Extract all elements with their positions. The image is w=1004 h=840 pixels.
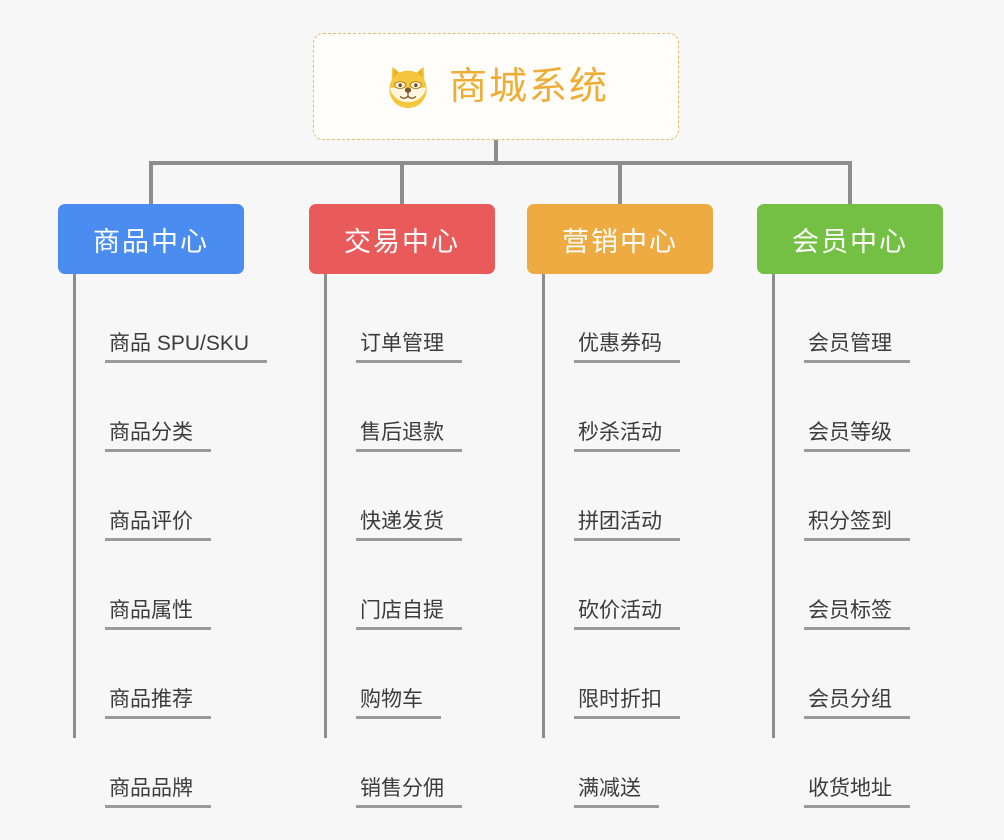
column-header-1[interactable]: 商品中心 [58, 204, 244, 274]
root-title: 商城系统 [448, 65, 609, 108]
list-item[interactable]: 商品分类 [73, 363, 273, 452]
connector-bus [149, 161, 852, 165]
column-title-1: 商品中心 [93, 226, 209, 257]
column-title-3: 营销中心 [562, 226, 678, 257]
leaf-list-4: 会员管理 会员等级 积分签到 会员标签 会员分组 收货地址 [772, 274, 972, 808]
leaf-label: 会员分组 [804, 688, 910, 719]
list-item[interactable]: 秒杀活动 [542, 363, 742, 452]
column-title-4: 会员中心 [792, 226, 908, 257]
column-header-3[interactable]: 营销中心 [527, 204, 713, 274]
leaf-label: 积分签到 [804, 510, 910, 541]
leaf-label: 会员标签 [804, 599, 910, 630]
list-item[interactable]: 商品推荐 [73, 630, 273, 719]
list-item[interactable]: 满减送 [542, 719, 742, 808]
list-item[interactable]: 快递发货 [324, 452, 524, 541]
connector-drop-1 [149, 161, 153, 205]
leaf-label: 商品分类 [105, 421, 211, 452]
leaf-label: 优惠券码 [574, 332, 680, 363]
list-item[interactable]: 会员管理 [772, 274, 972, 363]
list-item[interactable]: 积分签到 [772, 452, 972, 541]
leaf-list-1: 商品 SPU/SKU 商品分类 商品评价 商品属性 商品推荐 商品品牌 [73, 274, 273, 808]
list-item[interactable]: 商品属性 [73, 541, 273, 630]
column-trade-center: 交易中心 订单管理 售后退款 快递发货 门店自提 购物车 销售分佣 [309, 204, 495, 808]
leaf-list-3: 优惠券码 秒杀活动 拼团活动 砍价活动 限时折扣 满减送 [542, 274, 742, 808]
list-item[interactable]: 会员分组 [772, 630, 972, 719]
leaf-label: 收货地址 [804, 777, 910, 808]
leaf-list-2: 订单管理 售后退款 快递发货 门店自提 购物车 销售分佣 [324, 274, 524, 808]
column-product-center: 商品中心 商品 SPU/SKU 商品分类 商品评价 商品属性 商品推荐 商品品牌 [58, 204, 268, 808]
shiba-dog-icon [389, 66, 427, 108]
column-header-4[interactable]: 会员中心 [757, 204, 943, 274]
leaf-label: 商品评价 [105, 510, 211, 541]
leaf-label: 商品推荐 [105, 688, 211, 719]
column-marketing-center: 营销中心 优惠券码 秒杀活动 拼团活动 砍价活动 限时折扣 满减送 [527, 204, 713, 808]
list-item[interactable]: 砍价活动 [542, 541, 742, 630]
list-item[interactable]: 商品评价 [73, 452, 273, 541]
list-item[interactable]: 商品 SPU/SKU [73, 274, 273, 363]
leaf-label: 订单管理 [356, 332, 462, 363]
connector-drop-3 [618, 161, 622, 205]
leaf-label: 商品属性 [105, 599, 211, 630]
leaf-label: 会员等级 [804, 421, 910, 452]
list-item[interactable]: 商品品牌 [73, 719, 273, 808]
connector-drop-4 [848, 161, 852, 205]
list-item[interactable]: 拼团活动 [542, 452, 742, 541]
column-trunk-1 [73, 274, 76, 738]
leaf-label: 门店自提 [356, 599, 462, 630]
list-item[interactable]: 优惠券码 [542, 274, 742, 363]
list-item[interactable]: 收货地址 [772, 719, 972, 808]
list-item[interactable]: 售后退款 [324, 363, 524, 452]
leaf-label: 拼团活动 [574, 510, 680, 541]
leaf-label: 会员管理 [804, 332, 910, 363]
column-member-center: 会员中心 会员管理 会员等级 积分签到 会员标签 会员分组 收货地址 [757, 204, 943, 808]
leaf-label: 限时折扣 [574, 688, 680, 719]
leaf-label: 商品 SPU/SKU [105, 332, 268, 363]
list-item[interactable]: 订单管理 [324, 274, 524, 363]
list-item[interactable]: 会员标签 [772, 541, 972, 630]
list-item[interactable]: 销售分佣 [324, 719, 524, 808]
list-item[interactable]: 限时折扣 [542, 630, 742, 719]
leaf-label: 购物车 [356, 688, 441, 719]
list-item[interactable]: 购物车 [324, 630, 524, 719]
leaf-label: 满减送 [574, 777, 659, 808]
connector-drop-2 [400, 161, 404, 205]
list-item[interactable]: 门店自提 [324, 541, 524, 630]
connector-root-stem [494, 140, 498, 165]
column-header-2[interactable]: 交易中心 [309, 204, 495, 274]
leaf-label: 销售分佣 [356, 777, 462, 808]
leaf-label: 砍价活动 [574, 599, 680, 630]
leaf-label: 售后退款 [356, 421, 462, 452]
leaf-label: 商品品牌 [105, 777, 211, 808]
column-trunk-2 [324, 274, 327, 738]
column-title-2: 交易中心 [344, 226, 460, 257]
column-trunk-4 [772, 274, 775, 738]
list-item[interactable]: 会员等级 [772, 363, 972, 452]
leaf-label: 快递发货 [356, 510, 462, 541]
leaf-label: 秒杀活动 [574, 421, 680, 452]
root-node[interactable]: 商城系统 [313, 33, 679, 140]
column-trunk-3 [542, 274, 545, 738]
